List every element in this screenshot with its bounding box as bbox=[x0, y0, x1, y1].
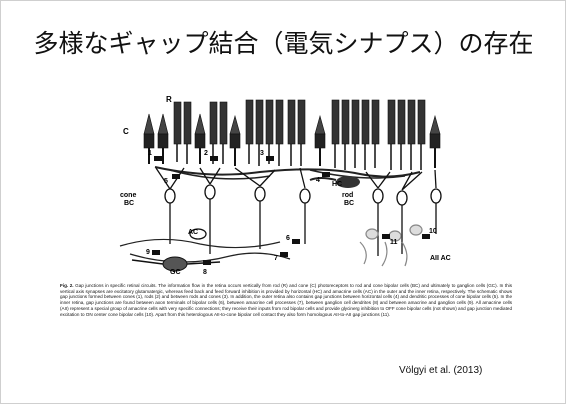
cone-bipolar-4 bbox=[300, 168, 310, 244]
retina-diagram-svg: R C cone BC HC rod BC AC GC AII AC 1 2 3… bbox=[60, 84, 510, 280]
citation: Völgyi et al. (2013) bbox=[399, 365, 482, 376]
junction-number-11: 11 bbox=[390, 239, 398, 246]
gap-junction-2 bbox=[210, 156, 218, 161]
junction-number-2: 2 bbox=[204, 150, 208, 157]
rod-1 bbox=[174, 102, 181, 144]
junction-number-7: 7 bbox=[274, 255, 278, 262]
rod-bipolar-cells bbox=[366, 170, 441, 256]
gap-junction-7 bbox=[280, 252, 288, 257]
cone-6 bbox=[430, 116, 440, 168]
rod-11 bbox=[332, 100, 339, 144]
junction-number-3: 3 bbox=[260, 150, 264, 157]
figure-caption: Fig. 2. Gap junctions in specific retina… bbox=[60, 283, 512, 317]
rod-12 bbox=[342, 100, 349, 144]
gap-junction-8 bbox=[203, 260, 211, 265]
gap-junction-5 bbox=[172, 174, 180, 179]
caption-lead: Fig. 2. bbox=[60, 283, 74, 288]
cone-5 bbox=[315, 116, 325, 166]
rod-3 bbox=[210, 102, 217, 144]
caption-body: Gap junctions in specific retinal circui… bbox=[60, 283, 512, 317]
cone-4 bbox=[230, 116, 240, 166]
rod-14 bbox=[362, 100, 369, 144]
rod-8 bbox=[276, 100, 283, 144]
cone-bipolar-right bbox=[431, 170, 441, 234]
gap-junction-9 bbox=[152, 250, 160, 255]
rod-19 bbox=[418, 100, 425, 144]
slide-title: 多様なギャップ結合（電気シナプス）の存在 bbox=[0, 24, 567, 60]
aii-ac-label: AII AC bbox=[430, 255, 451, 262]
gap-junction-1 bbox=[154, 156, 162, 161]
hc-label: HC bbox=[332, 181, 342, 188]
cone-bc-label-line2: BC bbox=[124, 200, 134, 207]
rod-4 bbox=[220, 102, 227, 144]
cone-bipolar-1 bbox=[156, 168, 184, 244]
rod-15 bbox=[372, 100, 379, 144]
rod-18 bbox=[408, 100, 415, 144]
junction-number-5: 5 bbox=[164, 178, 168, 185]
rod-6 bbox=[256, 100, 263, 144]
gap-junction-3 bbox=[266, 156, 274, 161]
junction-number-9: 9 bbox=[146, 249, 150, 256]
rod-16 bbox=[388, 100, 395, 144]
rod-2 bbox=[184, 102, 191, 144]
rod-7 bbox=[266, 100, 273, 144]
gc-label: GC bbox=[170, 269, 181, 276]
rod-photoreceptors bbox=[174, 100, 425, 144]
rod-bc-label-line2: BC bbox=[344, 200, 354, 207]
gap-junction-4 bbox=[322, 172, 330, 177]
rod-17 bbox=[398, 100, 405, 144]
ac-label: AC bbox=[188, 229, 198, 236]
junction-number-10: 10 bbox=[429, 228, 437, 235]
rod-13 bbox=[352, 100, 359, 144]
rod-bipolar-2 bbox=[397, 172, 422, 254]
rod-5 bbox=[246, 100, 253, 144]
rod-label: R bbox=[166, 95, 172, 104]
outer-plexiform-layer bbox=[155, 167, 420, 179]
cone-bipolar-2 bbox=[200, 168, 220, 254]
rod-9 bbox=[288, 100, 295, 144]
cone-bc-label-line1: cone bbox=[120, 192, 136, 199]
cone-bipolar-3 bbox=[235, 168, 275, 249]
junction-number-8: 8 bbox=[203, 269, 207, 276]
rod-bc-label-line1: rod bbox=[342, 192, 353, 199]
rod-bipolar-1 bbox=[366, 172, 390, 256]
junction-number-4: 4 bbox=[316, 177, 320, 184]
cone-label: C bbox=[123, 127, 129, 136]
rod-10 bbox=[298, 100, 305, 144]
junction-number-6: 6 bbox=[286, 235, 290, 242]
gap-junction-6 bbox=[292, 239, 300, 244]
junction-number-1: 1 bbox=[148, 150, 152, 157]
gap-junction-11 bbox=[382, 234, 390, 239]
retina-gap-junction-diagram: R C cone BC HC rod BC AC GC AII AC 1 2 3… bbox=[60, 84, 510, 280]
